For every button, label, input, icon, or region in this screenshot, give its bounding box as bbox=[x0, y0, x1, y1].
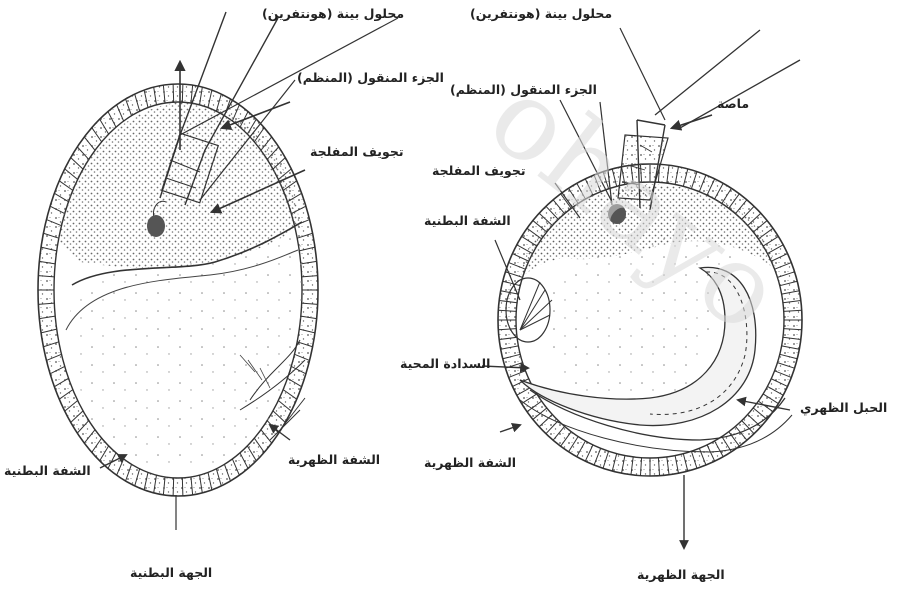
cell-wall-line bbox=[173, 478, 174, 496]
left-ventral-lip-label: الشفة البطنية bbox=[4, 463, 91, 478]
left-dorsal-lip-label: الشفة الظهرية bbox=[288, 452, 380, 467]
right-yolk-plug-label: السدادة المحية bbox=[400, 356, 490, 371]
right-transplanted-part-label: الجزء المنقول (المنظم) bbox=[450, 82, 597, 97]
left-blastocoel-label: تجويف المفلجة bbox=[310, 144, 404, 159]
right-blastocoel-label: تجويف المفلجة bbox=[432, 163, 526, 178]
right-dorsal-lip-label: الشفة الظهرية bbox=[424, 455, 516, 470]
right-ventral-lip-label: الشفة البطنية bbox=[424, 213, 511, 228]
left-inducer-solution-label: محلول بينة (هونتفرين) bbox=[262, 6, 404, 21]
left-organizer-graft bbox=[147, 215, 165, 237]
left-transplanted-part-label: الجزء المنقول (المنظم) bbox=[297, 70, 444, 85]
right-inducer-solution-label: محلول بينة (هونتفرين) bbox=[470, 6, 612, 21]
cell-wall-line bbox=[182, 84, 183, 102]
right-notochord-label: الحبل الظهري bbox=[800, 400, 887, 415]
cell-wall-line bbox=[173, 84, 174, 102]
right-pipette-label: ماصة bbox=[717, 96, 749, 111]
left-ventral-side-label: الجهة البطنية bbox=[130, 565, 212, 580]
right-dorsal-side-label: الجهة الظهرية bbox=[637, 567, 725, 582]
cell-wall-line bbox=[182, 478, 183, 496]
